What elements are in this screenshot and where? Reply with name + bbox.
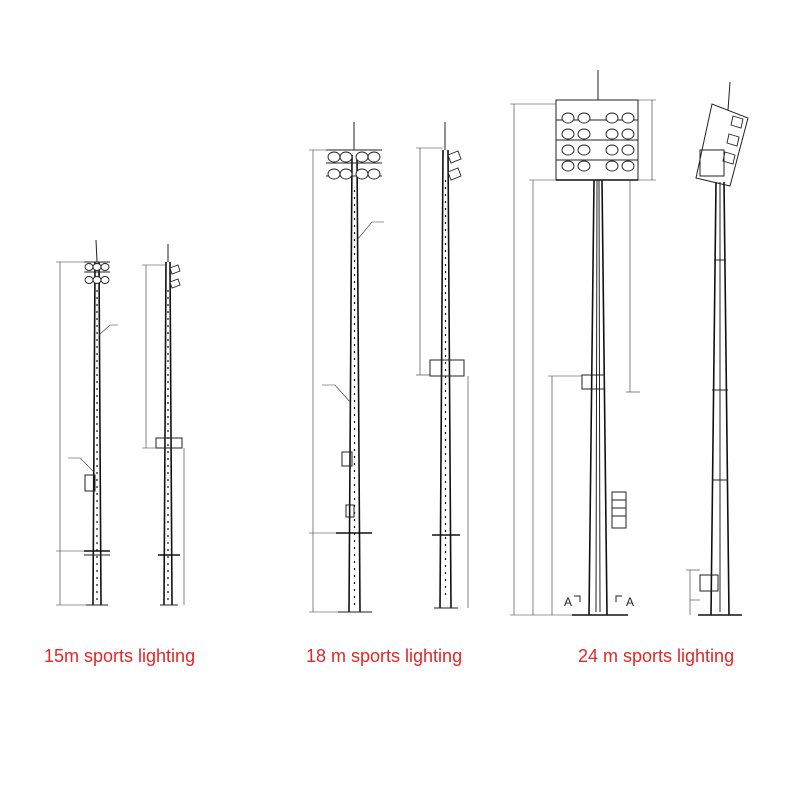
pole-15m-front-view <box>56 239 118 606</box>
section-mark-left: A <box>564 595 572 609</box>
caption-18m-sports-lighting: 18 m sports lighting <box>306 646 463 666</box>
pole-24m-front-view <box>510 70 656 616</box>
section-mark-right: A <box>626 595 634 609</box>
pole-24m-side-view <box>686 81 749 616</box>
caption-15m-sports-lighting: 15m sports lighting <box>44 646 196 666</box>
lamp-grid <box>561 112 635 172</box>
pole-18m-side-view <box>416 122 469 609</box>
pole-15m-side-view <box>142 244 185 606</box>
caption-24m-sports-lighting: 24 m sports lighting <box>578 646 735 666</box>
pole-18m-front-view <box>309 122 384 613</box>
